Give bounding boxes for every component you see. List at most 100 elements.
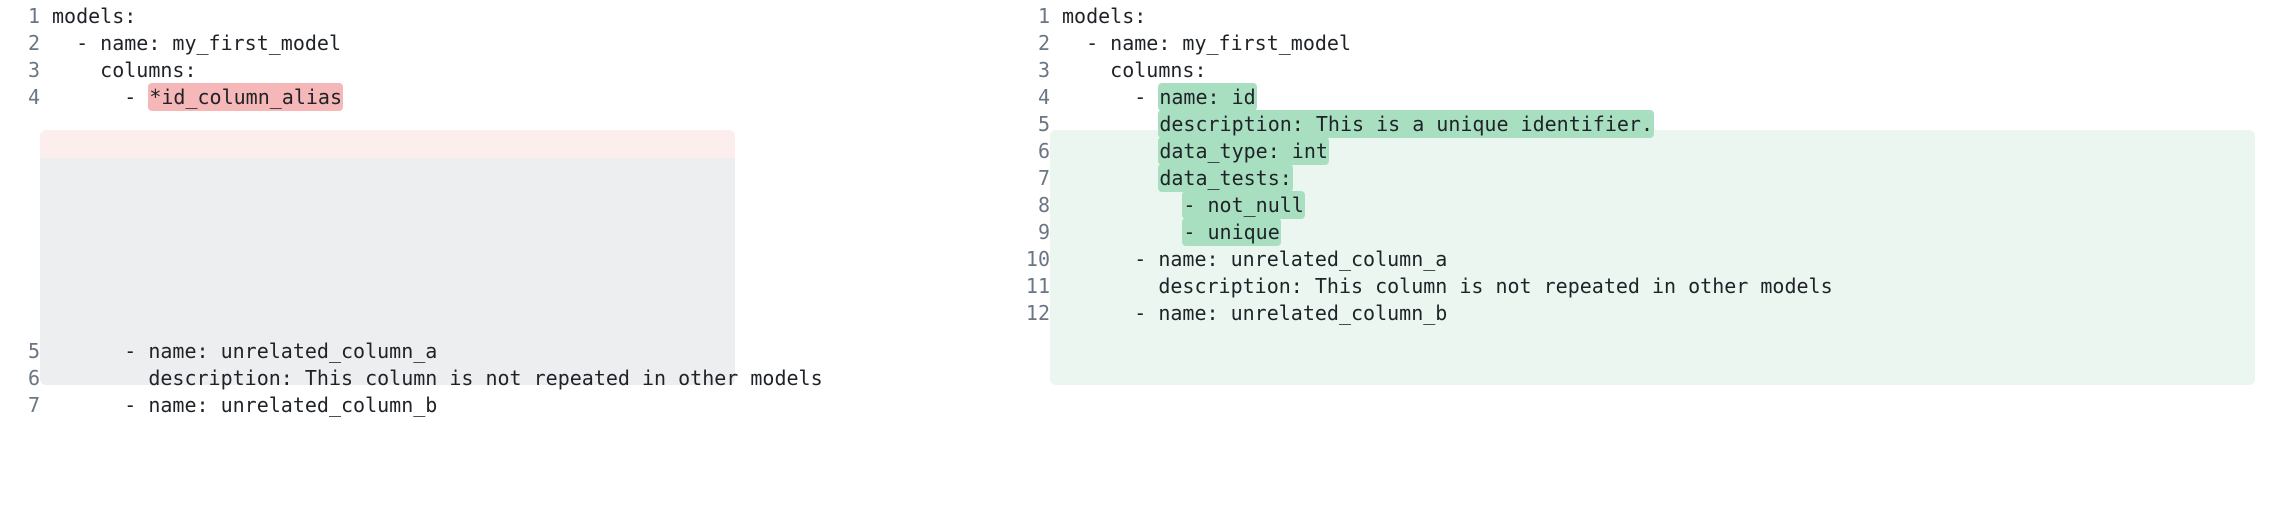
code-indent: - name: my_first_model xyxy=(1062,31,1351,55)
code-indent xyxy=(1062,112,1158,136)
added-token: description: This is a unique identifier… xyxy=(1158,110,1655,138)
code-text: - name: my_first_model xyxy=(1062,30,1351,57)
code-line: 5 - name: unrelated_column_a xyxy=(0,338,1010,365)
code-text: - *id_column_alias xyxy=(52,83,343,111)
code-line-body: data_type: int xyxy=(1062,137,2278,165)
code-line-body: - name: unrelated_column_a xyxy=(1062,246,2278,273)
code-line: 1 models: xyxy=(0,3,1010,30)
line-number: 10 xyxy=(1025,247,1050,271)
code-line-body: models: xyxy=(52,3,1010,30)
line-number: 5 xyxy=(27,339,40,363)
code-indent: - name: unrelated_column_b xyxy=(1062,301,1448,325)
added-token: data_tests: xyxy=(1158,164,1293,192)
code-line-body: columns: xyxy=(1062,57,2278,84)
code-line-body: data_tests: xyxy=(1062,164,2278,192)
code-text: - name: unrelated_column_a xyxy=(52,338,437,365)
code-line-body: description: This is a unique identifier… xyxy=(1062,110,2278,138)
code-text: - name: unrelated_column_a xyxy=(1062,246,1447,273)
code-line-body: - not_null xyxy=(1062,191,2278,219)
code-line: 9 - unique xyxy=(1010,218,2278,246)
code-line: 8 - not_null xyxy=(1010,191,2278,219)
code-line: 3 columns: xyxy=(1010,57,2278,84)
code-line-body: - unique xyxy=(1062,218,2278,246)
code-text: - not_null xyxy=(1062,191,1305,219)
code-text: data_type: int xyxy=(1062,137,1329,165)
code-text: - name: unrelated_column_b xyxy=(52,392,437,419)
code-line: 6 description: This column is not repeat… xyxy=(0,365,1010,392)
code-text: - name: unrelated_column_b xyxy=(1062,300,1447,327)
code-text: models: xyxy=(1062,3,1146,30)
code-line: 2 - name: my_first_model xyxy=(0,30,1010,57)
code-line: 6 data_type: int xyxy=(1010,137,2278,165)
code-line: 1 models: xyxy=(1010,3,2278,30)
code-text: - name: id xyxy=(1062,83,1257,111)
line-number: 3 xyxy=(27,58,40,82)
line-number: 12 xyxy=(1025,301,1050,325)
code-indent: - name: unrelated_column_b xyxy=(52,393,438,417)
code-indent: columns: xyxy=(52,58,197,82)
code-indent: - name: unrelated_column_a xyxy=(52,339,438,363)
line-number: 1 xyxy=(1037,4,1050,28)
code-line: 12 - name: unrelated_column_b xyxy=(1010,300,2278,327)
line-number: 4 xyxy=(1037,85,1050,109)
added-token: - not_null xyxy=(1182,191,1305,219)
code-indent: - name: unrelated_column_a xyxy=(1062,247,1448,271)
code-text: description: This column is not repeated… xyxy=(52,365,823,392)
code-indent xyxy=(1062,166,1158,190)
line-number: 5 xyxy=(1037,112,1050,136)
added-token: name: id xyxy=(1158,83,1257,111)
code-text: description: This column is not repeated… xyxy=(1062,273,1833,300)
code-indent: - name: my_first_model xyxy=(52,31,341,55)
line-number: 8 xyxy=(1037,193,1050,217)
code-line-body: - name: my_first_model xyxy=(1062,30,2278,57)
line-number: 6 xyxy=(27,366,40,390)
code-line-body: description: This column is not repeated… xyxy=(52,365,1010,392)
added-token: - unique xyxy=(1182,218,1281,246)
code-line-body: description: This column is not repeated… xyxy=(1062,273,2278,300)
code-line-body: - name: unrelated_column_b xyxy=(1062,300,2278,327)
code-text: columns: xyxy=(52,57,197,84)
line-number: 3 xyxy=(1037,58,1050,82)
code-line-body: columns: xyxy=(52,57,1010,84)
code-text: models: xyxy=(52,3,136,30)
code-indent xyxy=(1062,193,1182,217)
deleted-token: *id_column_alias xyxy=(148,83,343,111)
code-line-body: - name: unrelated_column_b xyxy=(52,392,1010,419)
added-token: data_type: int xyxy=(1158,137,1329,165)
code-line: 11 description: This column is not repea… xyxy=(1010,273,2278,300)
code-indent: - xyxy=(1062,85,1159,109)
code-indent xyxy=(1062,220,1182,244)
code-line: 4 - name: id xyxy=(1010,83,2278,111)
code-indent: columns: xyxy=(1062,58,1207,82)
code-line: 5 description: This is a unique identifi… xyxy=(1010,110,2278,138)
line-number: 7 xyxy=(27,393,40,417)
code-indent: models: xyxy=(52,4,137,28)
code-text: description: This is a unique identifier… xyxy=(1062,110,1655,138)
code-line-body: - name: unrelated_column_a xyxy=(52,338,1010,365)
code-line-body: - name: my_first_model xyxy=(52,30,1010,57)
line-number: 2 xyxy=(1037,31,1050,55)
collapsed-lines-spacer xyxy=(0,111,1010,338)
code-indent: models: xyxy=(1062,4,1147,28)
code-text: data_tests: xyxy=(1062,164,1293,192)
code-line: 7 - name: unrelated_column_b xyxy=(0,392,1010,419)
code-line-body: - *id_column_alias xyxy=(52,83,1010,111)
code-line: 10 - name: unrelated_column_a xyxy=(1010,246,2278,273)
code-line: 3 columns: xyxy=(0,57,1010,84)
code-line-body: models: xyxy=(1062,3,2278,30)
code-indent: description: This column is not repeated… xyxy=(1062,274,1833,298)
code-text: - name: my_first_model xyxy=(52,30,341,57)
code-text: - unique xyxy=(1062,218,1281,246)
code-indent xyxy=(1062,139,1158,163)
code-line-body: - name: id xyxy=(1062,83,2278,111)
code-line: 7 data_tests: xyxy=(1010,164,2278,192)
code-indent: description: This column is not repeated… xyxy=(52,366,823,390)
line-number: 9 xyxy=(1037,220,1050,244)
code-indent: - xyxy=(52,85,149,109)
code-line: 4 - *id_column_alias xyxy=(0,83,1010,111)
line-number: 1 xyxy=(27,4,40,28)
